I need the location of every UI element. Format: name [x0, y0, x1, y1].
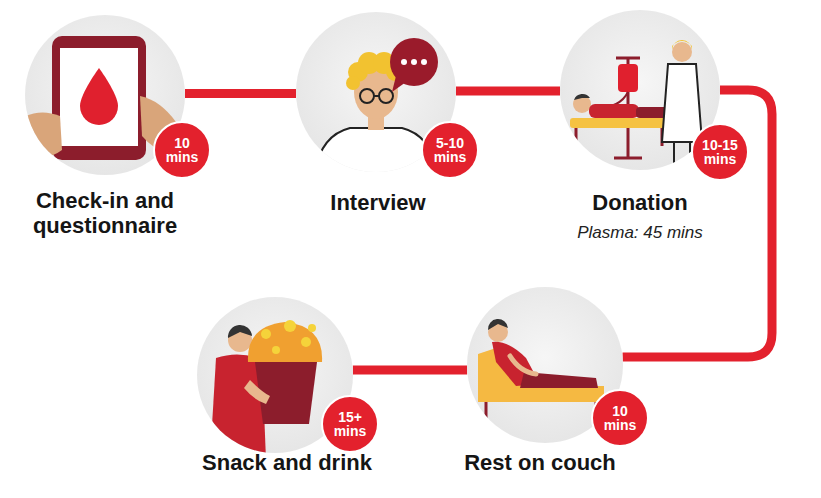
resting-figure-part	[510, 356, 536, 374]
snack-figure-part	[272, 346, 280, 354]
step-label: Interview	[268, 190, 488, 215]
interviewer-figure-part	[360, 89, 374, 103]
snack-figure-part	[308, 324, 316, 332]
tablet-icon-part	[22, 112, 62, 156]
interviewer-figure	[314, 38, 438, 180]
time-badge: 15+ mins	[321, 395, 379, 453]
step-title: Donation	[530, 190, 750, 215]
step-title: Snack and drink	[157, 450, 417, 475]
interviewer-figure-part	[390, 38, 438, 86]
flow-connector	[185, 89, 296, 98]
step-circle: Rest on couch10 mins	[467, 287, 623, 443]
step-circle: Snack and drink15+ mins	[197, 297, 353, 453]
time-badge: 5-10 mins	[421, 121, 479, 179]
step-label: DonationPlasma: 45 mins	[530, 190, 750, 244]
donation-scene-part	[672, 40, 692, 50]
donation-scene-part	[673, 142, 675, 166]
tablet-icon-part	[52, 36, 146, 160]
interviewer-figure-part	[421, 59, 427, 65]
donation-scene	[570, 40, 702, 166]
donation-scene-part	[589, 104, 639, 118]
interviewer-figure-part	[346, 76, 360, 90]
tablet-icon-part	[60, 48, 138, 146]
snack-figure-part	[228, 325, 252, 338]
interviewer-figure-part	[379, 89, 393, 103]
donation-scene-part	[616, 57, 640, 60]
step-title: Interview	[268, 190, 488, 215]
step-circle: Check-in and questionnaire10 mins	[25, 15, 185, 175]
step-circle: Interview5-10 mins	[296, 12, 456, 172]
resting-figure-part	[485, 402, 488, 420]
time-label: 15+ mins	[328, 410, 372, 439]
donation-scene-part	[570, 118, 670, 128]
donation-scene-part	[618, 64, 638, 92]
snack-figure-part	[284, 320, 296, 332]
interviewer-figure-part	[401, 59, 407, 65]
time-badge: 10 mins	[153, 121, 211, 179]
interviewer-figure-part	[411, 59, 417, 65]
interviewer-figure-part	[314, 128, 438, 180]
resting-figure-part	[488, 319, 508, 330]
donation-scene-part	[662, 64, 702, 142]
step-title: Check-in and questionnaire	[5, 188, 205, 239]
flow-connector	[353, 366, 467, 375]
step-label: Check-in and questionnaire	[5, 188, 205, 239]
step-label: Snack and drink	[157, 450, 417, 475]
step-circle: DonationPlasma: 45 mins10-15 mins	[560, 10, 720, 170]
resting-figure	[478, 319, 604, 420]
snack-figure-part	[244, 380, 270, 404]
time-badge: 10 mins	[591, 389, 649, 447]
donation-scene-part	[575, 128, 578, 146]
snack-figure-part	[261, 329, 271, 339]
time-badge: 10-15 mins	[691, 123, 749, 181]
interviewer-figure-part	[374, 95, 379, 97]
tablet-icon-part	[80, 68, 118, 125]
snack-figure	[210, 320, 322, 460]
time-label: 10 mins	[160, 136, 204, 165]
donation-scene-part	[574, 94, 590, 100]
tablet-icon	[22, 36, 176, 160]
time-label: 10-15 mins	[698, 138, 742, 167]
time-label: 5-10 mins	[428, 136, 472, 165]
step-label: Rest on couch	[420, 450, 660, 475]
time-label: 10 mins	[598, 404, 642, 433]
step-note: Plasma: 45 mins	[530, 223, 750, 243]
snack-figure-part	[301, 337, 311, 347]
donation-scene-part	[614, 157, 642, 160]
donation-scene-part	[672, 42, 692, 62]
flow-connector	[456, 87, 560, 96]
step-title: Rest on couch	[420, 450, 660, 475]
